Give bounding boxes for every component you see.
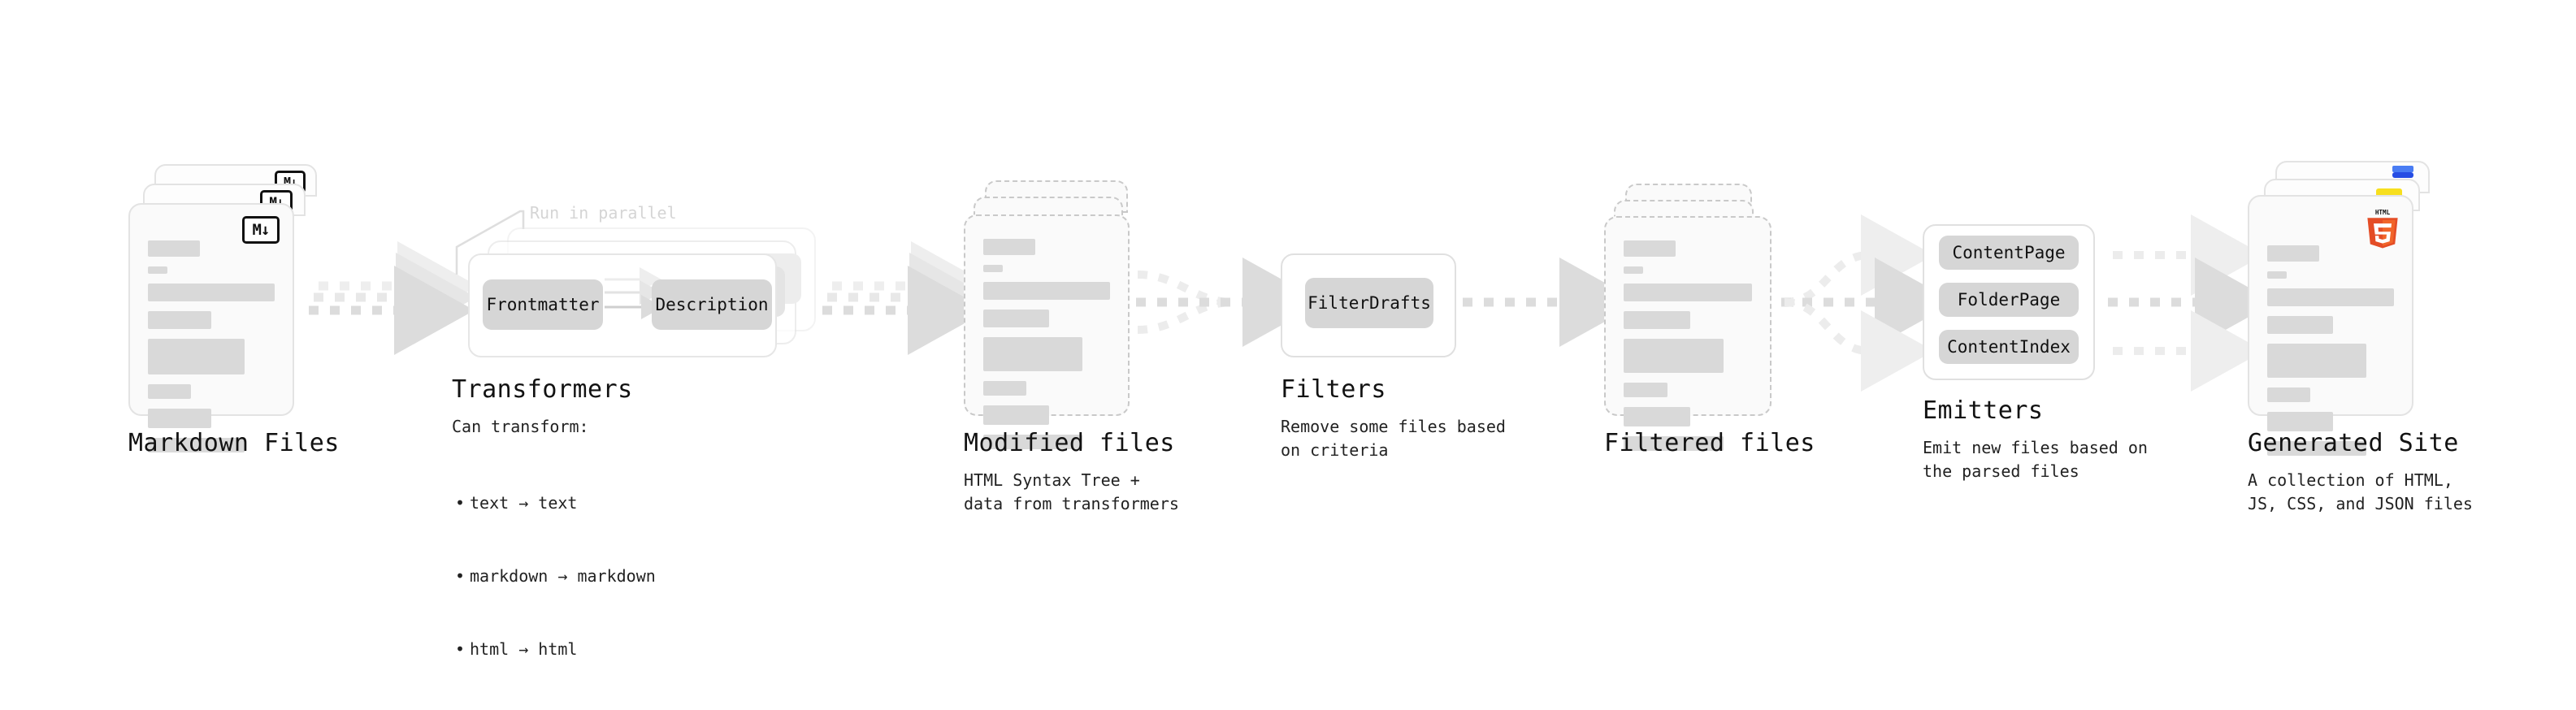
transformers-bullet: markdown → markdown [455,564,656,588]
placeholder-bar [1624,339,1724,373]
placeholder-bar [1624,240,1676,257]
placeholder-bar [1624,311,1691,329]
placeholder-bar [2267,271,2287,279]
placeholder-bar [983,435,1082,449]
transformers-caption: Transformers Can transform: text → text … [452,375,656,710]
generated-site-caption: Generated Site A collection of HTML, JS,… [2248,429,2473,516]
filtered-card-front [1604,216,1772,451]
placeholder-bar [983,282,1110,300]
transformer-inner-arrows [605,267,663,319]
transformers-bullet: html → html [455,637,656,661]
modified-files-title: Modified files [964,429,1175,457]
transformers-title: Transformers [452,375,633,404]
markdown-badge: M↓ [242,216,280,244]
placeholder-bar [148,339,245,374]
placeholder-bar [2267,412,2334,431]
site-placeholder-bars [2267,245,2394,465]
markdown-files-caption: Markdown Files [128,429,340,457]
placeholder-bar [2267,441,2366,456]
arrow-filtered-to-emitters [1781,214,1955,392]
filterdrafts-pill[interactable]: FilterDrafts [1305,278,1433,328]
placeholder-bar [2267,387,2311,402]
pipeline-diagram: M↓ M↓ M↓ Markdown Files [0,0,2576,681]
placeholder-bar [148,240,200,257]
css-badge-top [2392,166,2413,172]
transformers-subtitle: Can transform: [452,417,589,436]
contentpage-pill[interactable]: ContentPage [1939,236,2079,270]
placeholder-bar [148,284,275,301]
frontmatter-pill[interactable]: Frontmatter [483,279,603,330]
modified-files-caption: Modified files HTML Syntax Tree + data f… [964,429,1179,516]
filters-subtitle: Remove some files based on criteria [1281,417,1506,460]
description-pill[interactable]: Description [652,279,772,330]
parallel-bracket [455,210,525,275]
html5-icon: HTML [2367,209,2398,249]
placeholder-bar [1624,436,1724,451]
placeholder-bar [2267,344,2366,378]
placeholder-bar [1624,407,1691,426]
css-badge [2392,172,2413,178]
arrow-layer [309,214,2275,392]
transformers-bullet: text → text [455,491,656,515]
filtered-files-title: Filtered files [1604,429,1815,457]
placeholder-bar [983,381,1027,396]
placeholder-bar [148,266,167,274]
modified-files-subtitle: HTML Syntax Tree + data from transformer… [964,470,1179,513]
placeholder-bar [148,409,211,428]
run-in-parallel-label: Run in parallel [530,203,677,223]
transformers-bullets: text → text markdown → markdown html → h… [452,442,656,710]
markdown-placeholder-bars [148,240,275,462]
markdown-files-title: Markdown Files [128,429,340,457]
placeholder-bar [983,310,1050,327]
modified-placeholder-bars [983,239,1110,459]
placeholder-bar [983,405,1050,425]
generated-site-subtitle: A collection of HTML, JS, CSS, and JSON … [2248,470,2473,513]
arrow-markdown-to-transformers [309,241,478,355]
placeholder-bar [983,337,1082,371]
placeholder-bar [1624,284,1752,301]
markdown-card-front: M↓ [128,203,294,452]
filtered-placeholder-bars [1624,240,1752,461]
placeholder-bar [983,239,1035,255]
arrow-modified-to-filters [1136,258,1323,347]
arrow-transformers-to-modified [822,241,991,355]
filters-title: Filters [1281,375,1386,404]
arrow-emitters-to-site [2108,214,2275,392]
placeholder-bar [148,311,211,329]
placeholder-bar [148,384,192,399]
placeholder-bar [148,438,245,452]
modified-card-front [964,214,1130,449]
emitters-subtitle: Emit new files based on the parsed files [1923,438,2148,481]
filtered-files-caption: Filtered files [1604,429,1815,457]
placeholder-bar [2267,288,2394,306]
site-card-front: HTML [2248,195,2413,456]
folderpage-pill[interactable]: FolderPage [1939,283,2079,317]
contentindex-pill[interactable]: ContentIndex [1939,330,2079,364]
placeholder-bar [1624,383,1667,397]
placeholder-bar [2267,245,2319,262]
emitters-title: Emitters [1923,396,2044,425]
placeholder-bar [983,265,1003,272]
placeholder-bar [1624,266,1643,274]
emitters-caption: Emitters Emit new files based on the par… [1923,396,2148,483]
filters-caption: Filters Remove some files based on crite… [1281,375,1506,462]
svg-text:HTML: HTML [2375,209,2391,216]
placeholder-bar [2267,316,2334,334]
generated-site-title: Generated Site [2248,429,2459,457]
